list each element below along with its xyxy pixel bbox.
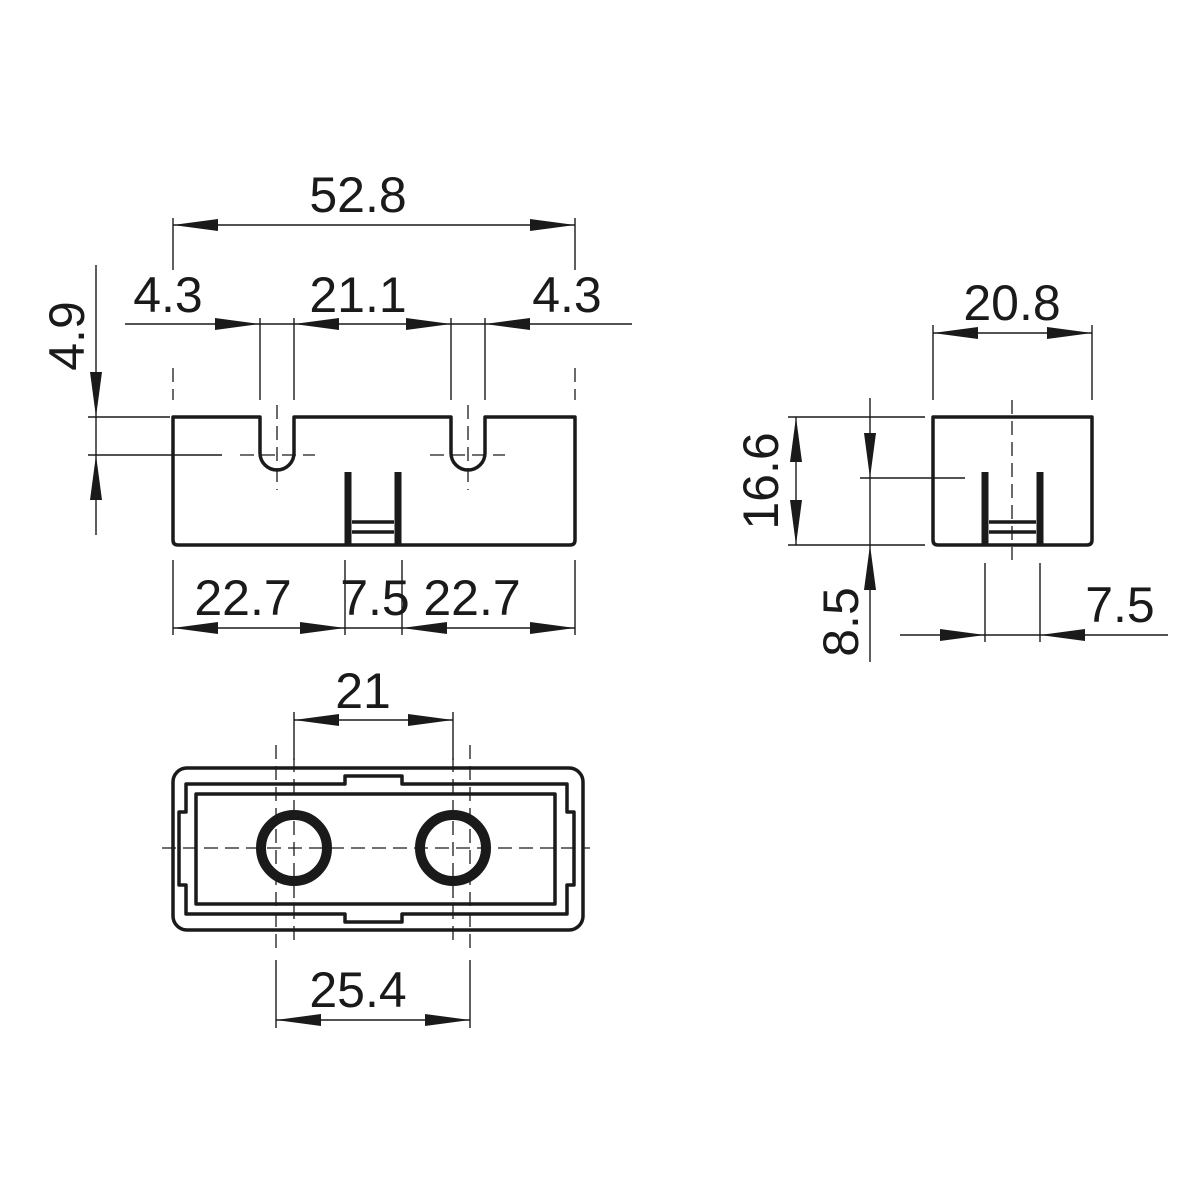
dim-21-arrow-right	[408, 714, 453, 726]
dim-22-7-right-arrow-a	[402, 622, 447, 634]
dim-8-5-arrow-bottom	[864, 545, 876, 590]
top-view-inner-wall	[177, 774, 576, 924]
front-view-outline	[171, 415, 577, 547]
dim-22-7-left-label: 22.7	[194, 570, 291, 626]
dim-4-3-left-label: 4.3	[133, 267, 203, 323]
dim-7-5-side-arrow-left	[940, 629, 985, 641]
dim-22-7-right-arrow-b	[530, 622, 575, 634]
dim-4-3-left-arrow	[215, 318, 260, 330]
mounting-hole-left	[256, 810, 332, 886]
dim-22-7-left-arrow-a	[173, 622, 218, 634]
dim-21-label: 21	[335, 663, 391, 719]
dim-20-8-arrow-right	[1047, 327, 1092, 339]
dim-16-6-arrow-top	[790, 417, 802, 462]
dim-20-8-arrow-left	[933, 327, 978, 339]
dim-21-1-arrow-left	[294, 318, 339, 330]
dim-21-arrow-left	[294, 714, 339, 726]
dim-22-7-right-label: 22.7	[423, 570, 520, 626]
dim-25-4-arrow-right	[425, 1014, 470, 1026]
dim-16-6-label: 16.6	[733, 432, 789, 529]
dim-4-9-arrow-bottom	[90, 455, 102, 500]
side-view-outline	[931, 415, 1094, 547]
dim-25-4-arrow-left	[276, 1014, 321, 1026]
dim-25-4-label: 25.4	[309, 962, 406, 1018]
front-view: 52.8 4.3 21.1 4.3 4.9 22.7 7.5 22.7	[39, 167, 632, 635]
dim-21-1-arrow-right	[406, 318, 451, 330]
top-view-outer-outline	[171, 766, 585, 932]
dim-4-3-right-label: 4.3	[532, 267, 602, 323]
dim-7-5-side-arrow-right	[1040, 629, 1085, 641]
dim-8-5-label: 8.5	[813, 587, 869, 657]
dim-4-9-arrow-top	[90, 372, 102, 417]
dim-52-8-arrow-right	[530, 219, 575, 231]
side-view: 20.8 16.6 8.5 7.5	[733, 275, 1168, 662]
dim-4-3-right-arrow	[485, 318, 530, 330]
top-view-inner-wall-offset	[194, 792, 557, 906]
dim-8-5-arrow-top	[864, 433, 876, 478]
dim-20-8-label: 20.8	[963, 275, 1060, 331]
dim-22-7-left-arrow-b	[300, 622, 345, 634]
dim-4-9-label: 4.9	[39, 301, 95, 371]
dim-7-5-side-label: 7.5	[1085, 577, 1155, 633]
dim-21-1-label: 21.1	[309, 267, 406, 323]
top-view: 21 25.4	[162, 663, 590, 1028]
dim-52-8-label: 52.8	[309, 167, 406, 223]
dim-52-8-arrow-left	[173, 219, 218, 231]
dim-7-5-center-label: 7.5	[340, 570, 410, 626]
dim-16-6-arrow-bottom	[790, 500, 802, 545]
